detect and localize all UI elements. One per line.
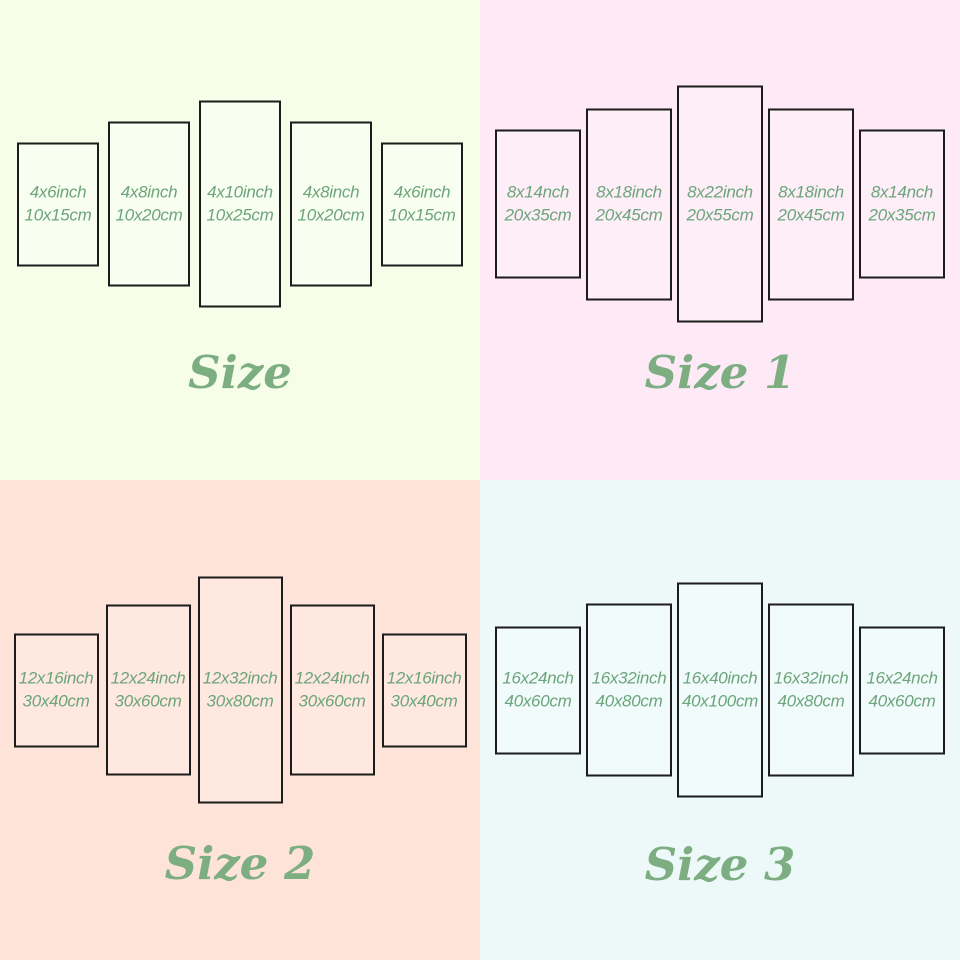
panel-row: 16x24nch 40x60cm 16x32inch 40x80cm 16x40inch…: [480, 582, 960, 798]
panel-size-cm: 20x45cm: [595, 205, 663, 224]
panel-size-cm: 30x40cm: [390, 691, 458, 710]
panel-size-cm: 40x60cm: [504, 691, 572, 710]
quadrant-size-3: 16x24nch 40x60cm 16x32inch 40x80cm 16x40inch…: [480, 480, 960, 960]
canvas-panel: 8x18inch 20x45cm: [768, 108, 854, 300]
canvas-panel: 16x24nch 40x60cm: [495, 626, 581, 754]
panel-row: 8x14nch 20x35cm 8x18inch 20x45cm 8x22inch 20x…: [480, 85, 960, 323]
panel-size-inch: 16x24nch: [502, 668, 574, 688]
panel-size-inch: 16x32inch: [773, 668, 849, 688]
panel-size-cm: 30x60cm: [114, 691, 182, 710]
size-2-label: Size 2: [164, 837, 316, 890]
panel-size-inch: 16x32inch: [591, 668, 667, 688]
panel-row: 4x6inch 10x15cm 4x8inch 10x20cm 4x10inch 10x2…: [0, 100, 480, 308]
canvas-panel: 12x24inch 30x60cm: [289, 604, 375, 776]
panel-row: 12x16inch 30x40cm 12x24inch 30x60cm 12x32inc…: [0, 576, 480, 804]
panel-size-inch: 12x24inch: [294, 668, 370, 688]
panel-size-cm: 10x20cm: [115, 205, 183, 224]
panel-size-inch: 8x14nch: [870, 182, 934, 202]
panel-size-inch: 12x24inch: [110, 668, 186, 688]
panel-size-inch: 8x22inch: [687, 182, 753, 202]
canvas-panel: 4x10inch 10x25cm: [199, 100, 281, 308]
panel-size-cm: 20x35cm: [868, 205, 936, 224]
panel-size-inch: 4x6inch: [29, 182, 87, 202]
panel-size-cm: 10x25cm: [206, 205, 274, 224]
canvas-panel: 8x14nch 20x35cm: [495, 129, 581, 279]
canvas-panel: 4x6inch 10x15cm: [381, 142, 463, 266]
quadrant-size-1: 8x14nch 20x35cm 8x18inch 20x45cm 8x22inch 20x…: [480, 0, 960, 480]
panel-size-inch: 8x14nch: [506, 182, 570, 202]
canvas-panel: 12x32inch 30x80cm: [197, 576, 283, 804]
panel-size-inch: 4x10inch: [207, 182, 273, 202]
canvas-panel: 8x22inch 20x55cm: [677, 85, 763, 323]
panel-size-inch: 8x18inch: [596, 182, 662, 202]
panel-size-cm: 30x60cm: [298, 691, 366, 710]
panel-size-cm: 40x100cm: [681, 691, 759, 710]
quadrant-size: 4x6inch 10x15cm 4x8inch 10x20cm 4x10inch 10x2…: [0, 0, 480, 480]
quadrant-size-2: 12x16inch 30x40cm 12x24inch 30x60cm 12x32inc…: [0, 480, 480, 960]
canvas-panel: 16x32inch 40x80cm: [768, 603, 854, 777]
panel-size-cm: 10x15cm: [24, 205, 92, 224]
canvas-panel: 16x40inch 40x100cm: [677, 582, 763, 798]
panel-size-cm: 40x80cm: [595, 691, 663, 710]
panel-size-inch: 16x40inch: [682, 668, 758, 688]
canvas-panel: 12x16inch 30x40cm: [13, 633, 99, 747]
canvas-panel: 4x6inch 10x15cm: [17, 142, 99, 266]
panel-size-inch: 4x8inch: [120, 182, 178, 202]
canvas-panel: 12x24inch 30x60cm: [105, 604, 191, 776]
canvas-panel: 8x14nch 20x35cm: [859, 129, 945, 279]
panel-size-cm: 40x80cm: [777, 691, 845, 710]
panel-size-cm: 10x20cm: [297, 205, 365, 224]
panel-size-inch: 4x6inch: [393, 182, 451, 202]
panel-size-inch: 8x18inch: [778, 182, 844, 202]
panel-size-inch: 12x16inch: [386, 668, 462, 688]
panel-size-cm: 30x80cm: [206, 691, 274, 710]
canvas-panel: 4x8inch 10x20cm: [108, 121, 190, 287]
panel-size-inch: 12x32inch: [202, 668, 278, 688]
canvas-panel: 12x16inch 30x40cm: [381, 633, 467, 747]
panel-size-cm: 40x60cm: [868, 691, 936, 710]
panel-size-cm: 20x35cm: [504, 205, 572, 224]
panel-size-cm: 20x45cm: [777, 205, 845, 224]
canvas-panel: 16x32inch 40x80cm: [586, 603, 672, 777]
panel-size-cm: 20x55cm: [686, 205, 754, 224]
panel-size-inch: 12x16inch: [18, 668, 94, 688]
size-label: Size: [188, 346, 292, 399]
size-1-label: Size 1: [644, 346, 796, 399]
panel-size-cm: 30x40cm: [22, 691, 90, 710]
canvas-panel: 16x24nch 40x60cm: [859, 626, 945, 754]
panel-size-inch: 16x24nch: [866, 668, 938, 688]
canvas-panel: 4x8inch 10x20cm: [290, 121, 372, 287]
panel-size-inch: 4x8inch: [302, 182, 360, 202]
panel-size-cm: 10x15cm: [388, 205, 456, 224]
canvas-panel: 8x18inch 20x45cm: [586, 108, 672, 300]
size-3-label: Size 3: [644, 838, 796, 891]
